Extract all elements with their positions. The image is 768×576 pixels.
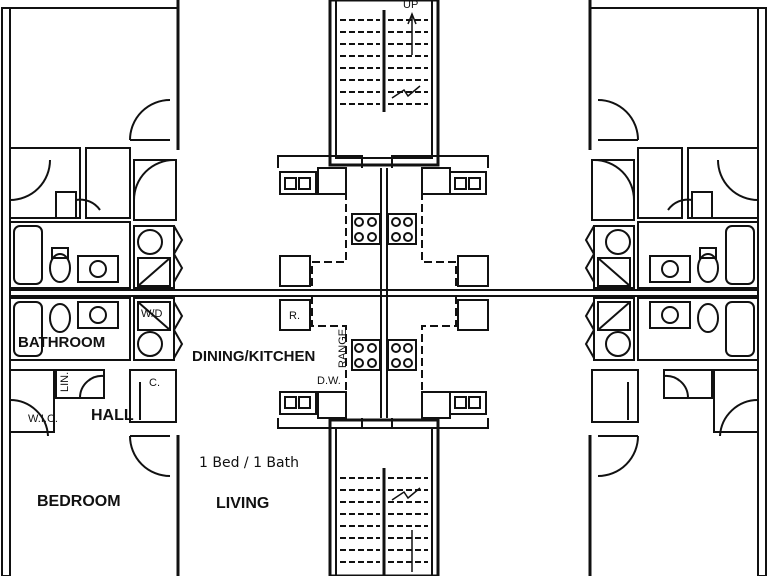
range-label: RANGE (337, 328, 349, 368)
dining-kitchen-label: DINING/KITCHEN (192, 348, 316, 365)
closet-label: C. (149, 377, 160, 389)
stair-top (328, 0, 440, 167)
center-divider (10, 168, 758, 418)
hall-label: HALL (91, 407, 134, 424)
kitchen-counters (277, 155, 489, 429)
stairs-up-label: UP (403, 0, 419, 11)
linen-closet-label: LIN. (59, 371, 71, 392)
walk-in-closet-label: W.I.C. (28, 413, 58, 425)
unit-type-caption: 1 Bed / 1 Bath (199, 455, 299, 471)
living-label: LIVING (216, 495, 270, 512)
dishwasher-label: D.W. (317, 375, 341, 387)
left-wet-core (9, 99, 184, 477)
refrigerator-label: R. (289, 310, 300, 322)
washer-dryer-label: W/D (141, 308, 163, 320)
bedroom-label: BEDROOM (37, 493, 121, 510)
bathroom-label: BATHROOM (18, 334, 106, 351)
right-wet-core (584, 99, 759, 477)
stair-bottom (328, 418, 440, 576)
